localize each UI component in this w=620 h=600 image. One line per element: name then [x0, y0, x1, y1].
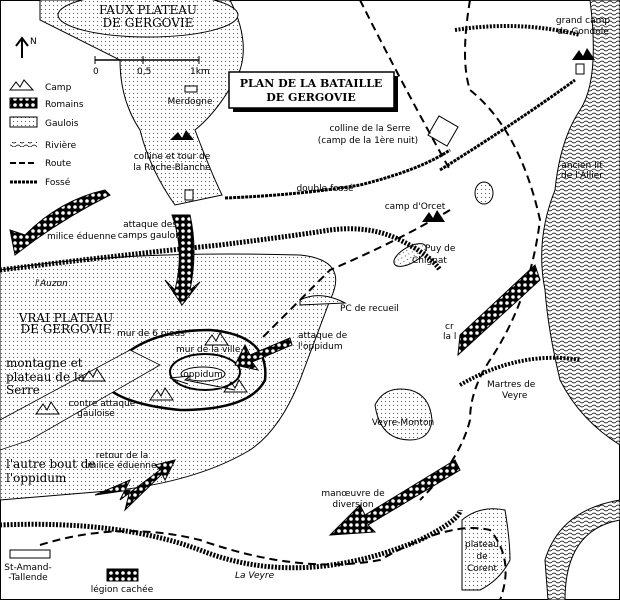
- map-label: colline de la Serre: [330, 124, 411, 134]
- roads: [39, 0, 542, 600]
- river-icon: [10, 142, 37, 147]
- map-label: gauloise: [77, 409, 115, 419]
- map-label: DE GERGOVIE: [103, 16, 194, 30]
- north-label: N: [30, 37, 37, 47]
- double-ditch: [224, 78, 576, 200]
- scale-label: 1km: [190, 67, 210, 77]
- map-label: plateau: [465, 540, 499, 550]
- map-label: oppidum: [183, 370, 223, 380]
- map-label: PLAN DE LA BATAILLE: [240, 77, 383, 90]
- map-title: PLAN DE LA BATAILLE DE GERGOVIE: [228, 71, 398, 112]
- map-label: attaque de: [298, 331, 348, 341]
- map-label: l'autre bout de: [6, 457, 96, 471]
- map-label: Merdogne: [167, 97, 212, 107]
- map-label: ancien lit: [561, 161, 603, 171]
- map-label: Martres de: [487, 380, 536, 390]
- map-label: de l'Allier: [561, 171, 603, 181]
- map-label: double fossé: [296, 183, 354, 194]
- romans-allier-arrow: [457, 264, 541, 357]
- scale-label: 0: [93, 67, 99, 77]
- faux-plateau-area: [39, 0, 244, 206]
- map-label: VRAI PLATEAU: [18, 311, 114, 325]
- map-label: -Tallende: [8, 573, 48, 583]
- diversion-arrow: [328, 459, 461, 536]
- map-label: cr: [445, 322, 454, 332]
- place-labels: FAUX PLATEAU DE GERGOVIE VRAI PLATEAU DE…: [4, 3, 610, 583]
- map-label: retour de la: [96, 451, 148, 461]
- map-label: Gaulois: [45, 119, 79, 129]
- camp-icons: [35, 48, 595, 415]
- map-label: PC de recueil: [340, 304, 399, 314]
- camp-icon: [9, 79, 35, 91]
- map-label: La Veyre: [235, 571, 275, 581]
- map-label: Route: [45, 159, 72, 169]
- map-label: camp d'Orcet: [385, 202, 446, 212]
- map-label: Corent: [467, 564, 498, 574]
- veyre-river: [0, 509, 463, 571]
- vrai-plateau-area: [0, 253, 337, 501]
- retour-milice-arrow: [94, 459, 176, 512]
- map-label: l'Auzon: [35, 279, 68, 289]
- movement-labels: milice éduenne attaque des camps gaulois…: [47, 220, 385, 595]
- legend: Camp Romains Gaulois Rivière Route Fossé: [9, 79, 84, 188]
- map-label: mur de la ville: [176, 345, 241, 355]
- map-label: manœuvre de: [321, 489, 385, 499]
- map-label: St-Amand-: [4, 563, 51, 573]
- map-label: la Roche-Blanche: [133, 163, 211, 173]
- attaque-camps-arrow: [164, 214, 201, 306]
- map-label: grand camp: [556, 16, 610, 26]
- map-label: la l: [443, 332, 456, 342]
- oppidum-wall: [109, 328, 267, 412]
- corent-area: [461, 508, 511, 591]
- map-label: DE GERGOVIE: [21, 322, 112, 336]
- map-label: milice éduenne: [87, 460, 157, 471]
- map-label: Veyre-Monton: [372, 418, 434, 428]
- town-icon: [9, 549, 51, 559]
- map-label: Veyre: [502, 391, 528, 401]
- map-label: FAUX PLATEAU: [99, 3, 197, 17]
- map-label: plateau de la: [6, 370, 85, 384]
- map-label: colline et tour de: [134, 152, 211, 162]
- map-label: contre attaque: [69, 399, 136, 409]
- scale-bar: [94, 56, 200, 64]
- map-label: Romains: [45, 100, 84, 110]
- map-label: Fossé: [45, 177, 71, 188]
- milice-arrow: [9, 189, 111, 256]
- tower-icon: [184, 189, 194, 201]
- map-label: Puy de: [425, 244, 456, 254]
- scale-label: 0,5: [137, 67, 151, 77]
- map-label: mur de 6 pieds: [117, 329, 185, 339]
- map-label: milice éduenne: [47, 231, 117, 242]
- map-label: Camp: [45, 83, 72, 93]
- map-label: diversion: [332, 500, 373, 510]
- map-label: l'oppidum: [298, 342, 343, 352]
- attaque-oppidum-arrow: [234, 337, 293, 371]
- romains-pattern-icon: [9, 97, 38, 109]
- map-label: l'oppidum: [6, 471, 67, 485]
- map-label: légion cachée: [91, 584, 154, 595]
- north-arrow: [15, 36, 29, 58]
- map-label: (camp de la 1ère nuit): [318, 135, 418, 146]
- veyre-monton-area: [374, 388, 433, 441]
- map-label: de Gondole: [557, 27, 609, 37]
- map-label: montagne et: [6, 356, 83, 370]
- auzon-river: [0, 226, 443, 273]
- map-label: de: [476, 552, 488, 562]
- map-label: camps gaulois: [118, 231, 183, 241]
- hidden-legion-icon: [106, 568, 139, 582]
- map-label: DE GERGOVIE: [266, 91, 356, 104]
- allier-river: [541, 0, 620, 446]
- map-label: Chignat: [412, 256, 447, 266]
- map-label: attaque des: [123, 220, 177, 230]
- map-label: Serre: [6, 383, 40, 397]
- map-label: Rivière: [45, 140, 77, 151]
- gaulois-pattern-icon: [9, 116, 38, 128]
